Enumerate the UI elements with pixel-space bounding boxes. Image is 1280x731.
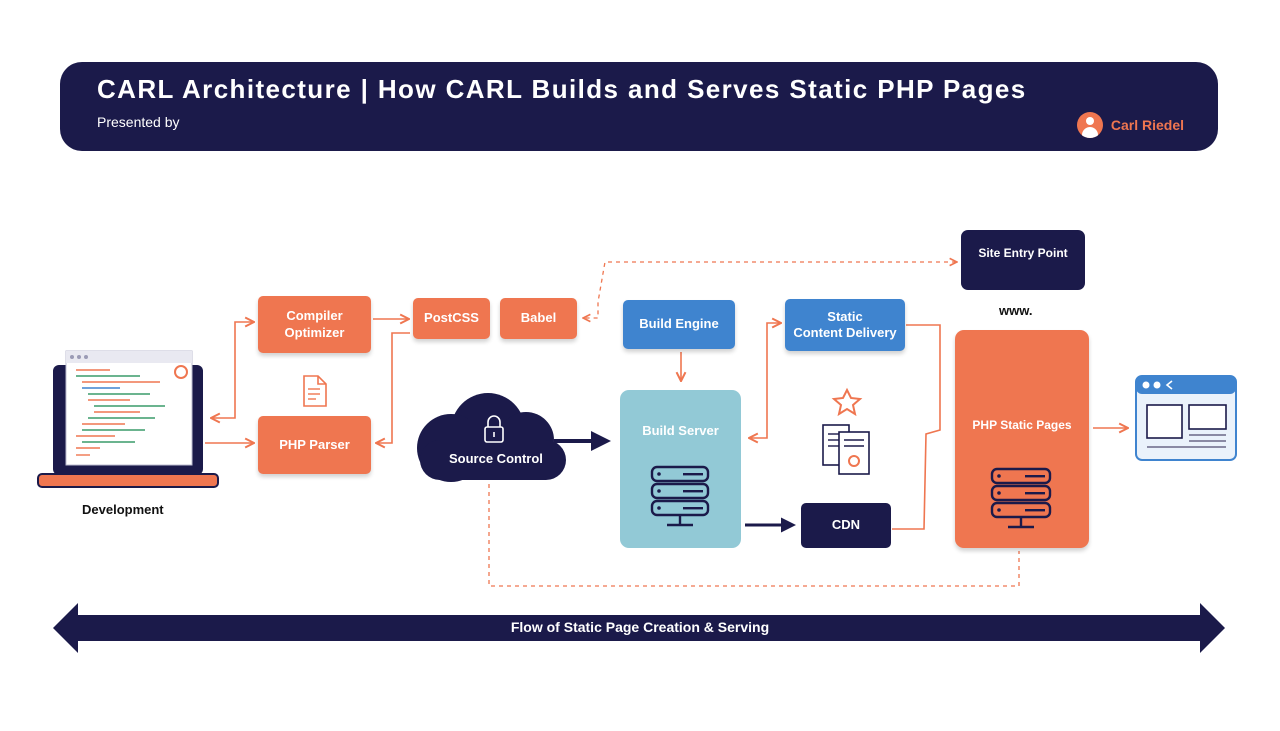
node-build-server: Build Server <box>620 390 741 548</box>
php-static-pages-label: PHP Static Pages <box>972 418 1072 432</box>
node-build-engine: Build Engine <box>623 300 735 349</box>
page-title: CARL Architecture | How CARL Builds and … <box>97 74 1027 104</box>
lock-icon <box>484 415 504 443</box>
author: Carl Riedel <box>1076 112 1184 138</box>
header-banner: CARL Architecture | How CARL Builds and … <box>60 62 1218 151</box>
www-label: www. <box>999 303 1033 318</box>
laptop-icon <box>37 350 219 488</box>
node-cdn: CDN <box>801 503 891 548</box>
presented-by-label: Presented by <box>97 114 180 130</box>
documents-icon <box>822 424 870 475</box>
flow-label: Flow of Static Page Creation & Serving <box>510 619 770 635</box>
node-compiler-optimizer: Compiler Optimizer <box>258 296 371 353</box>
node-php-parser: PHP Parser <box>258 416 371 474</box>
server-icon <box>650 465 710 527</box>
node-source-control: Source Control <box>449 451 543 466</box>
node-babel: Babel <box>500 298 577 339</box>
node-development: Development <box>82 502 164 517</box>
node-site-entry-point: Site Entry Point <box>961 230 1085 290</box>
site-entry-point-label: Site Entry Point <box>978 246 1068 260</box>
build-server-label: Build Server <box>642 423 719 438</box>
star-icon <box>831 387 863 417</box>
browser-window-icon <box>1135 375 1237 461</box>
node-static-content-delivery: Static Content Delivery <box>785 299 905 351</box>
document-icon <box>303 375 327 407</box>
node-php-static-pages: PHP Static Pages <box>955 330 1089 548</box>
flow-arrow <box>53 603 1225 653</box>
server-icon <box>990 467 1052 529</box>
user-avatar-icon <box>1076 112 1103 138</box>
node-postcss: PostCSS <box>413 298 490 339</box>
author-name: Carl Riedel <box>1110 117 1184 133</box>
